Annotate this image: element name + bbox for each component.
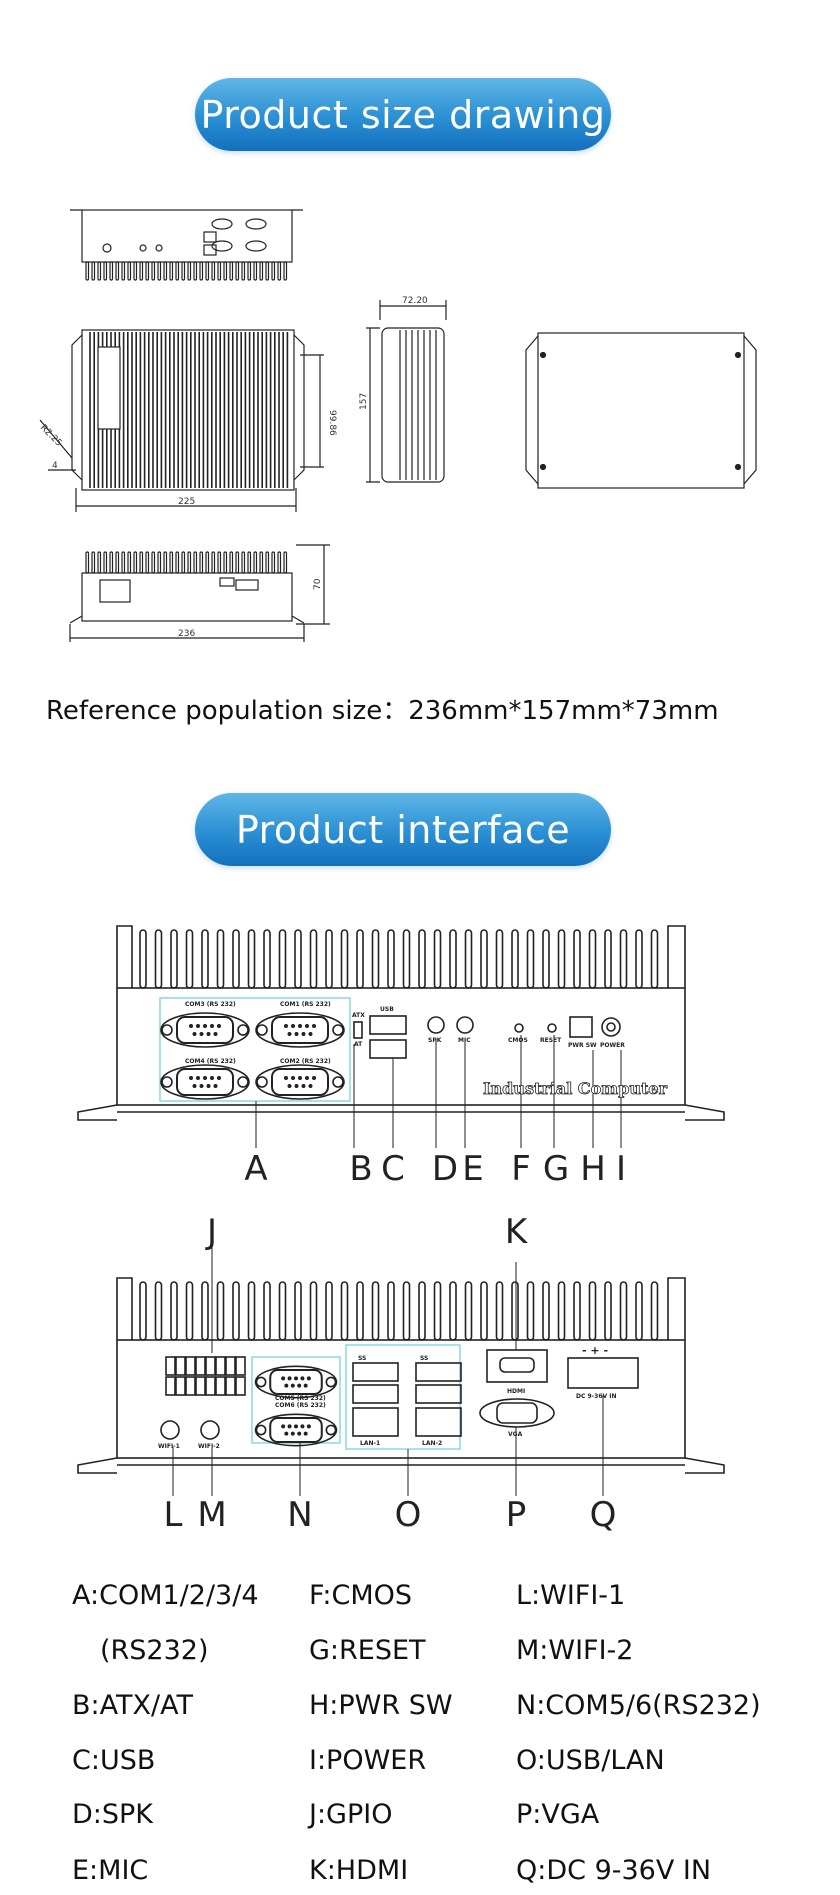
- svg-text:LAN-1: LAN-1: [360, 1440, 380, 1447]
- svg-text:SPK: SPK: [428, 1037, 442, 1044]
- rear-callouts: J K L M N O P Q: [164, 1212, 617, 1535]
- dim-depth: 72.20: [402, 296, 428, 306]
- legend-item: M:WIFI-2: [516, 1635, 634, 1666]
- legend-item: P:VGA: [516, 1799, 600, 1830]
- legend-item: L:WIFI-1: [516, 1580, 626, 1611]
- svg-text:DC 9-36V IN: DC 9-36V IN: [576, 1393, 616, 1400]
- dim-offset: 4: [52, 461, 58, 471]
- legend-item: E:MIC: [72, 1855, 149, 1886]
- legend-item: J:GPIO: [309, 1799, 393, 1830]
- svg-text:WIFI-2: WIFI-2: [198, 1443, 220, 1450]
- callout-h: H: [580, 1149, 606, 1189]
- callout-p: P: [506, 1495, 527, 1535]
- section-title-size-drawing: Product size drawing: [195, 78, 611, 151]
- svg-text:WIFI-1: WIFI-1: [158, 1443, 180, 1450]
- legend-item: G:RESET: [309, 1635, 426, 1666]
- brand-label: Industrial Computer: [483, 1079, 668, 1098]
- callout-n: N: [287, 1495, 312, 1535]
- legend-item: K:HDMI: [309, 1855, 409, 1886]
- callout-g: G: [543, 1149, 569, 1189]
- callout-e: E: [462, 1149, 483, 1189]
- svg-text:COM6 (RS 232): COM6 (RS 232): [275, 1402, 326, 1409]
- reference-size-text: Reference population size：236mm*157mm*73…: [46, 696, 719, 726]
- svg-text:COM3 (RS 232): COM3 (RS 232): [185, 1001, 236, 1008]
- callout-f: F: [511, 1149, 531, 1189]
- callout-b: B: [349, 1149, 372, 1189]
- top-front-view: [70, 209, 303, 281]
- svg-text:POWER: POWER: [600, 1042, 625, 1049]
- legend-item: N:COM5/6(RS232): [516, 1690, 761, 1721]
- side-view: 72.20 157: [359, 296, 447, 483]
- legend-item: I:POWER: [309, 1745, 427, 1776]
- section-title-product-interface: Product interface: [195, 793, 611, 866]
- svg-text:COM5 (RS 232): COM5 (RS 232): [275, 1395, 326, 1402]
- dim-width-back: 236: [178, 629, 195, 639]
- dim-radius: R2.25: [38, 423, 64, 449]
- callout-d: D: [432, 1149, 458, 1189]
- legend-item: F:CMOS: [309, 1580, 413, 1611]
- legend-item: C:USB: [72, 1745, 156, 1776]
- svg-text:ATX: ATX: [352, 1012, 365, 1019]
- dim-width-top: 225: [178, 497, 195, 507]
- legend-item: O:USB/LAN: [516, 1745, 665, 1776]
- svg-text:COM1 (RS 232): COM1 (RS 232): [280, 1001, 331, 1008]
- svg-text:PWR SW: PWR SW: [568, 1042, 597, 1049]
- svg-text:RESET: RESET: [540, 1037, 562, 1044]
- callout-c: C: [381, 1149, 405, 1189]
- svg-text:COM2 (RS 232): COM2 (RS 232): [280, 1058, 331, 1065]
- callout-i: I: [616, 1149, 626, 1189]
- legend-item: A:COM1/2/3/4: [72, 1580, 259, 1611]
- legend-item: Q:DC 9-36V IN: [516, 1855, 712, 1886]
- svg-text:CMOS: CMOS: [508, 1037, 528, 1044]
- front-panel-drawing: Industrial Computer COM3 (RS 232) COM1 (…: [77, 925, 725, 1189]
- svg-text:AT: AT: [354, 1041, 363, 1048]
- front-callouts: A B C D E F G H I: [244, 1149, 626, 1189]
- legend-item: D:SPK: [72, 1799, 154, 1830]
- svg-text:COM4 (RS 232): COM4 (RS 232): [185, 1058, 236, 1065]
- bottom-view: [525, 332, 757, 489]
- legend-item: H:PWR SW: [309, 1690, 453, 1721]
- rear-view-small: 236 70: [69, 544, 330, 642]
- dim-hole-spacing: 99.86: [327, 410, 337, 436]
- dim-height-back: 70: [313, 578, 323, 590]
- svg-text:HDMI: HDMI: [507, 1388, 525, 1395]
- callout-o: O: [395, 1495, 422, 1535]
- svg-text:MIC: MIC: [458, 1037, 471, 1044]
- svg-text:LAN-2: LAN-2: [422, 1440, 442, 1447]
- legend-item: B:ATX/AT: [72, 1690, 193, 1721]
- dim-height-side: 157: [359, 393, 369, 410]
- svg-text:SS: SS: [358, 1355, 366, 1362]
- callout-k: K: [505, 1212, 529, 1252]
- callout-j: J: [205, 1212, 217, 1252]
- legend-item: (RS232): [100, 1635, 209, 1666]
- callout-q: Q: [590, 1495, 617, 1535]
- svg-text:SS: SS: [420, 1355, 428, 1362]
- top-plan-view: 99.86 225 R2.25 4: [38, 329, 337, 512]
- svg-text:- + -: - + -: [582, 1344, 608, 1357]
- svg-text:VGA: VGA: [508, 1431, 523, 1438]
- svg-text:USB: USB: [380, 1006, 394, 1013]
- callout-m: M: [197, 1495, 226, 1535]
- callout-a: A: [244, 1149, 267, 1189]
- callout-l: L: [164, 1495, 183, 1535]
- rear-panel-drawing: COM5 (RS 232) COM6 (RS 232) SS SS LAN-1 …: [77, 1212, 725, 1535]
